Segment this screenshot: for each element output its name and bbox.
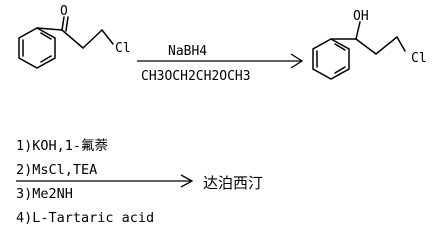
reactant-carbonyl-bond (61, 16, 65, 31)
alcohol-structure (312, 21, 406, 80)
step-3: 3)Me2NH (16, 186, 73, 202)
reactant-chlorine-label: Cl (115, 41, 131, 56)
alcohol-chlorine-label: Cl (411, 51, 427, 66)
final-product-name: 达泊西汀 (203, 174, 263, 192)
step-4: 4)L-Tartaric acid (16, 210, 154, 226)
solvent-dme: CH3OCH2CH2OCH3 (141, 69, 251, 84)
reagent-nabh4: NaBH4 (168, 44, 207, 59)
reactant-chain (61, 29, 84, 49)
reaction-scheme: O Cl NaBH4 CH3OCH2CH2OCH3 OH Cl 1)KOH,1-… (16, 4, 427, 226)
reactant-structure (18, 16, 114, 69)
reaction-arrow-2 (16, 174, 194, 188)
alcohol-benzene-ring (312, 38, 350, 80)
alcohol-chain (355, 38, 377, 55)
reactant-bond-ring-carbonyl (36, 27, 63, 31)
alcohol-c-oh-bond (355, 21, 361, 40)
reactant-benzene-ring (18, 27, 56, 69)
alcohol-hydroxyl-label: OH (353, 9, 369, 24)
step-2: 2)MsCl,TEA (16, 162, 97, 178)
step-1: 1)KOH,1-氟萘 (16, 138, 109, 154)
reaction-arrow-1 (137, 53, 304, 69)
reactant-oxygen-label: O (60, 4, 68, 19)
